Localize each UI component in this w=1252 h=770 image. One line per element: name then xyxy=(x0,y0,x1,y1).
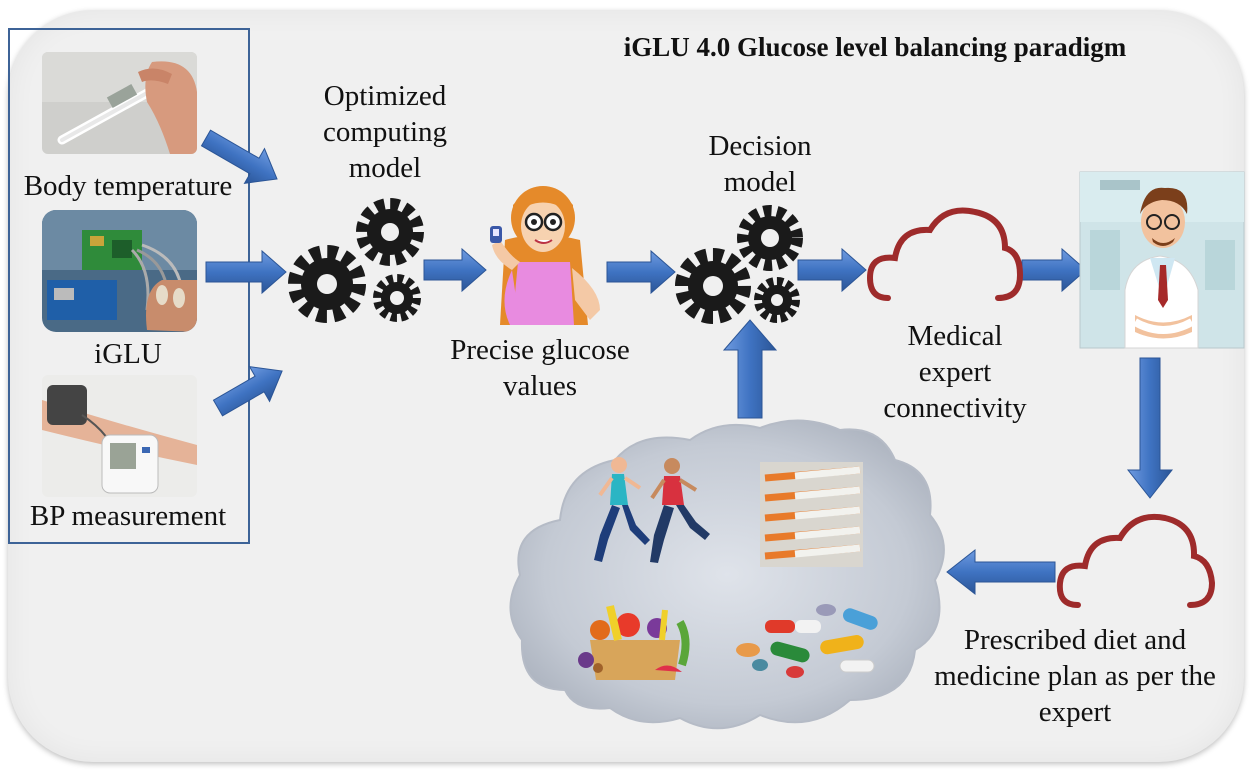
medical-expert-line3: connectivity xyxy=(883,392,1027,424)
optimized-model-label: Optimized computing model xyxy=(290,78,480,186)
exercise-runners-icon xyxy=(594,457,710,563)
input-sources-box xyxy=(8,28,250,544)
doctor-icon xyxy=(1079,171,1245,349)
precise-values-line1: Precise glucose xyxy=(450,334,630,366)
iglu-label: iGLU xyxy=(94,338,162,370)
bp-monitor-image xyxy=(42,375,197,497)
girl-with-glucometer-icon xyxy=(490,186,600,325)
arrow-doctor-down xyxy=(1126,357,1174,499)
thermometer-image xyxy=(42,52,197,154)
body-temperature-label: Body temperature xyxy=(23,170,233,202)
arrow-decision-to-expert-cloud xyxy=(797,247,867,293)
arrow-model-to-values xyxy=(423,247,487,293)
arrow-plan-to-cloud xyxy=(946,548,1056,596)
lifestyle-cloud-icon xyxy=(509,419,945,730)
decision-model-gears-icon xyxy=(675,205,803,324)
medical-expert-line2: expert xyxy=(918,356,992,388)
prescription-cloud-icon xyxy=(1056,514,1216,608)
arrow-iglu-to-model xyxy=(205,249,287,295)
arrow-bp-to-model xyxy=(212,366,283,417)
iglu-device-image xyxy=(42,210,197,332)
optimized-model-line1: Optimized xyxy=(323,80,447,112)
decision-model-line1: Decision xyxy=(708,130,812,162)
arrow-values-to-decision xyxy=(606,249,676,295)
medicine-pills-icon xyxy=(736,604,878,678)
decision-model-label: Decision model xyxy=(670,128,850,200)
insulin-syringes-icon xyxy=(760,462,863,567)
fruits-vegetables-icon xyxy=(578,605,690,680)
medical-expert-label: Medical expert connectivity xyxy=(860,318,1050,426)
optimized-model-line3: model xyxy=(348,152,422,184)
bp-measurement-label: BP measurement xyxy=(29,500,227,532)
prescribed-plan-line2: medicine plan as per the xyxy=(934,660,1216,692)
optimized-model-line2: computing xyxy=(322,116,448,148)
arrow-temp-to-model xyxy=(200,129,278,184)
diagram-title: iGLU 4.0 Glucose level balancing paradig… xyxy=(623,32,1127,62)
arrow-cloud-up-to-decision xyxy=(722,319,778,419)
prescribed-plan-label: Prescribed diet and medicine plan as per… xyxy=(905,622,1245,730)
medical-expert-line1: Medical xyxy=(907,320,1003,352)
prescribed-plan-line1: Prescribed diet and xyxy=(963,624,1187,656)
medical-expert-cloud-icon xyxy=(866,207,1024,301)
precise-values-line2: values xyxy=(502,370,578,402)
decision-model-line2: model xyxy=(723,166,797,198)
optimized-model-gears-icon xyxy=(288,198,424,323)
precise-values-label: Precise glucose values xyxy=(420,332,660,404)
prescribed-plan-line3: expert xyxy=(1038,696,1112,728)
arrow-cloud-to-doctor xyxy=(1021,247,1087,293)
